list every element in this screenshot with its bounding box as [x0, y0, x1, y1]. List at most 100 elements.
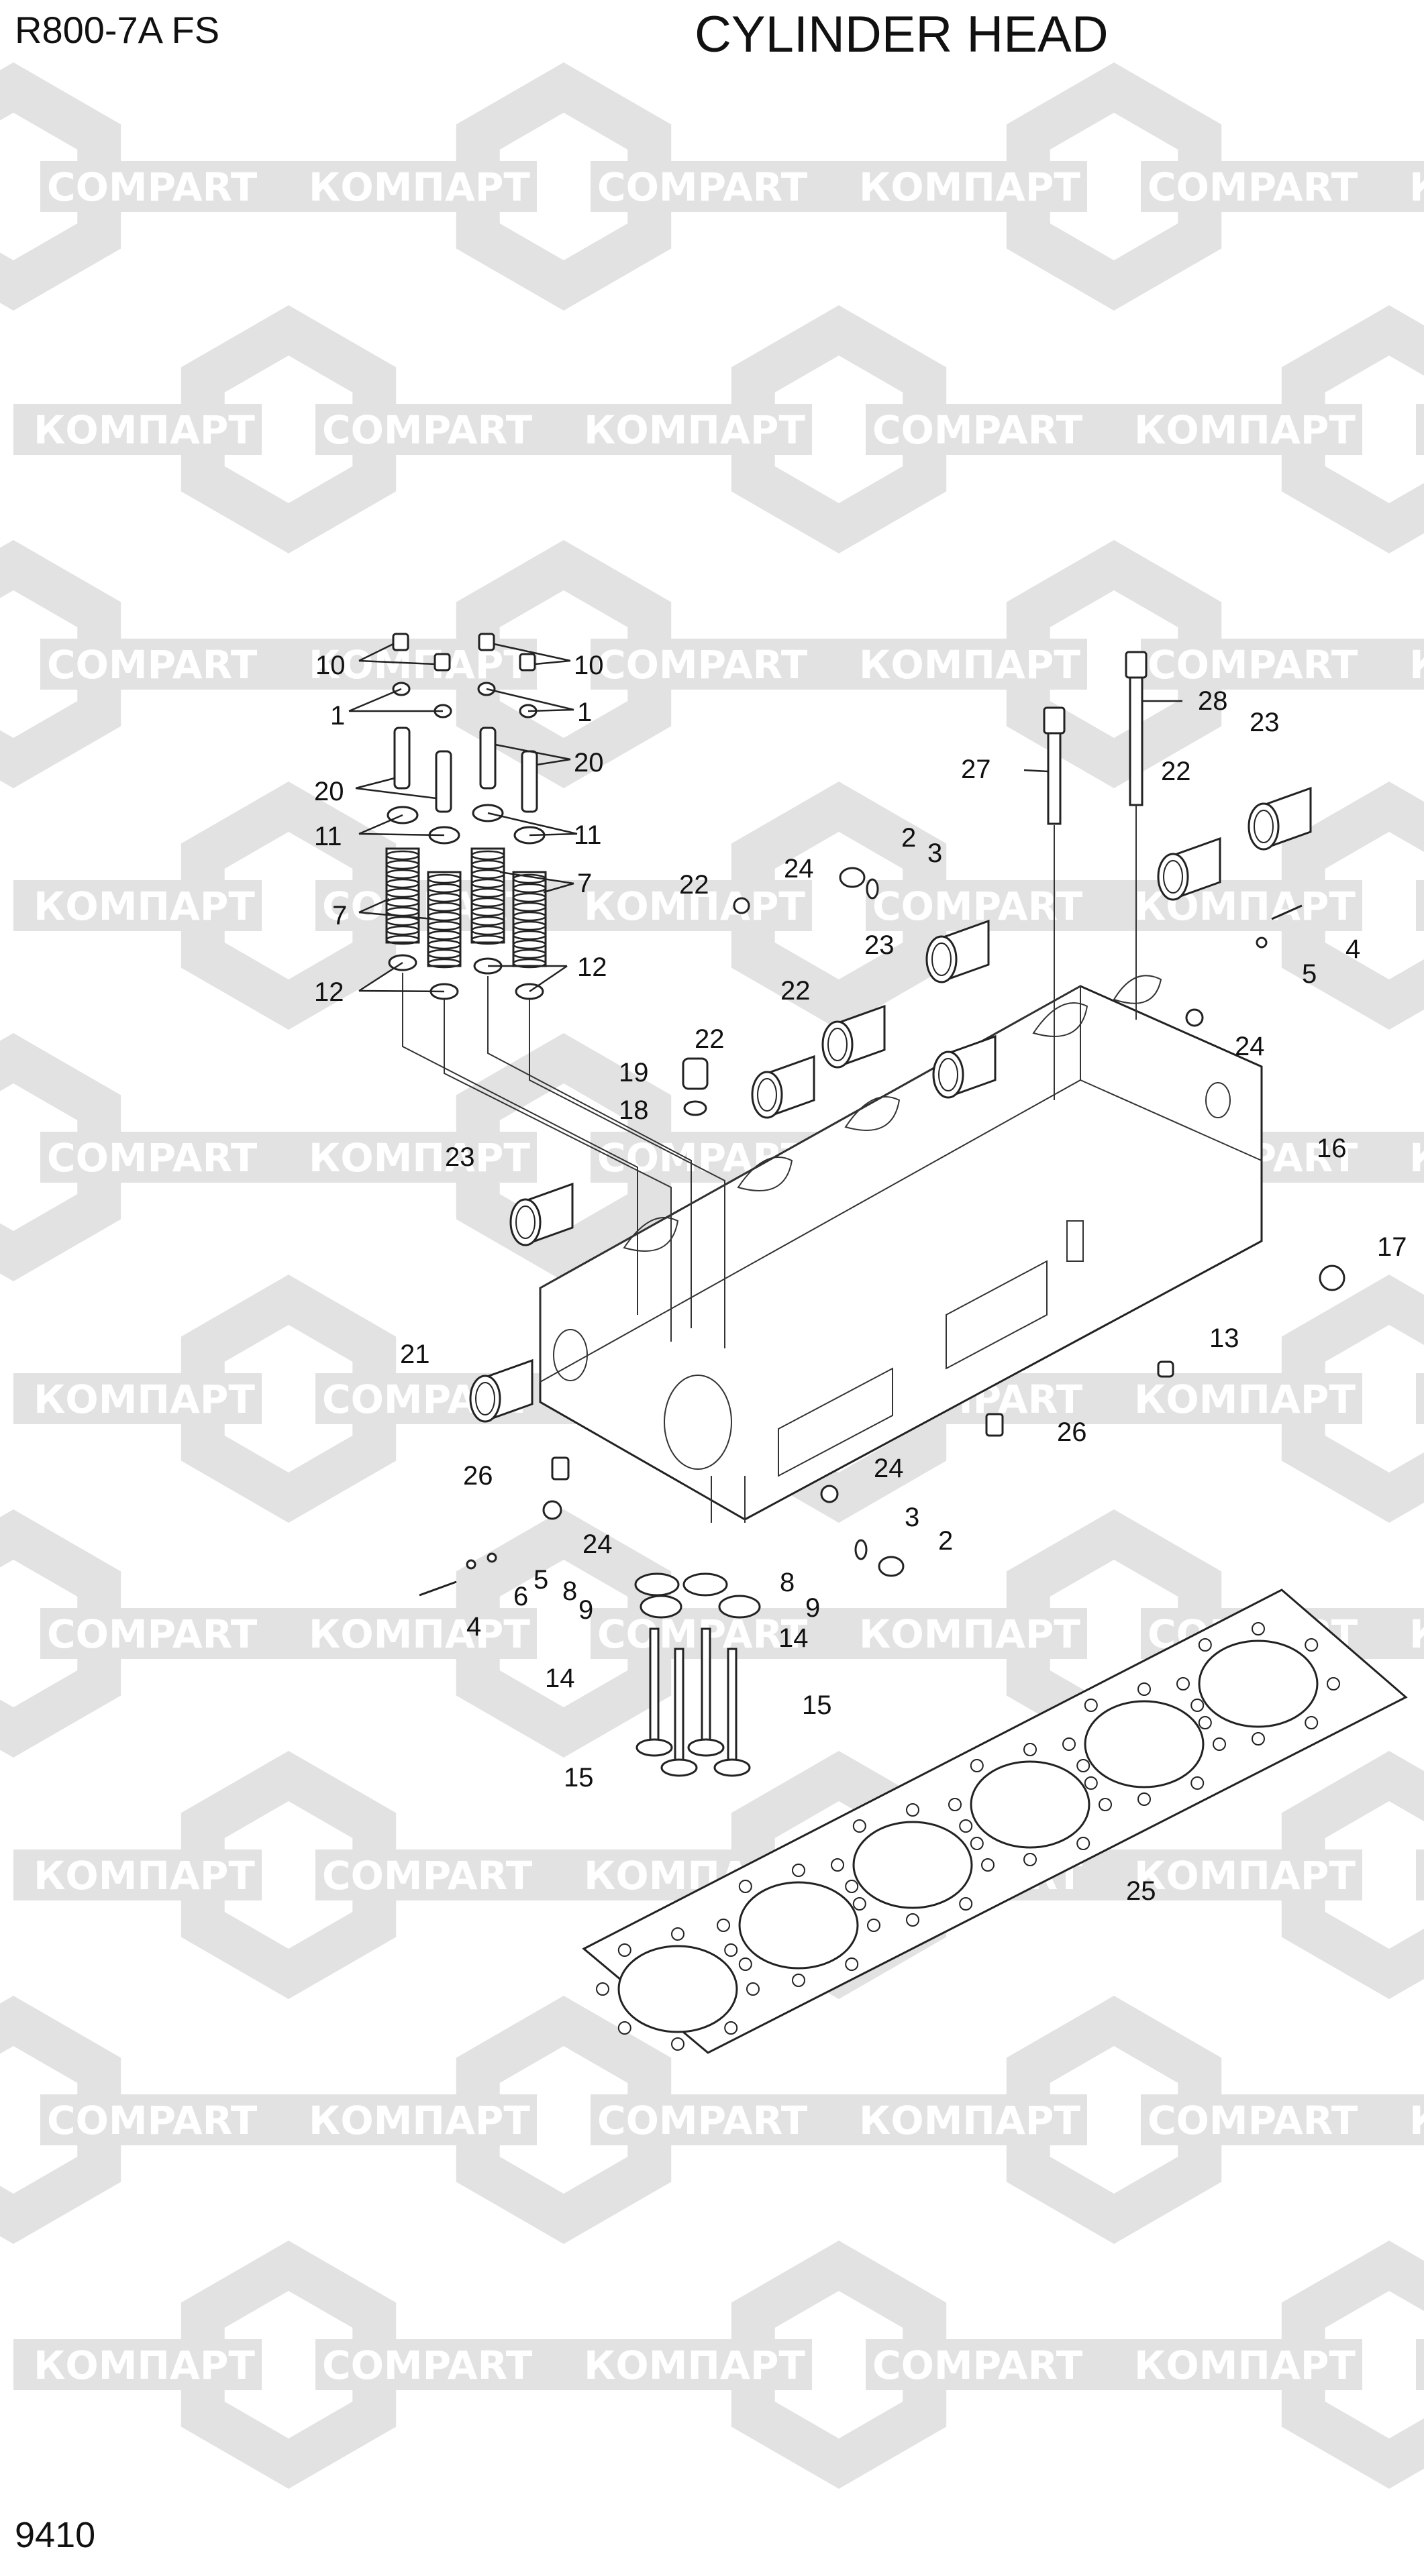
- watermark-text-cyrillic: КОМПАРТ: [859, 642, 1080, 688]
- gasket-hole: [738, 1880, 752, 1893]
- gasket-hole: [1137, 1682, 1151, 1696]
- gasket-hole: [724, 2021, 738, 2035]
- callout-label: 5: [1302, 959, 1317, 989]
- leader-lines: [348, 643, 1182, 993]
- watermark-text-cyrillic: КОМПАРТ: [1409, 1611, 1424, 1657]
- gasket-hole: [970, 1837, 984, 1850]
- spring-retainers: [387, 804, 546, 845]
- callout-label: 10: [574, 651, 604, 680]
- callout-label: 25: [1126, 1876, 1156, 1906]
- watermark-text-cyrillic: КОМПАРТ: [34, 883, 255, 929]
- cam-bearing-shell: [751, 1055, 815, 1119]
- gasket-hole: [717, 1919, 730, 1932]
- gasket-hole: [1198, 1716, 1212, 1729]
- gasket-bore: [1084, 1700, 1205, 1788]
- gasket-hole: [617, 1943, 631, 1957]
- callout-label: 13: [1209, 1324, 1239, 1353]
- gasket-hole: [1023, 1853, 1037, 1866]
- watermark-text-cyrillic: КОМПАРТ: [1134, 1377, 1356, 1422]
- gasket-hole: [970, 1759, 984, 1772]
- gasket-hole: [1076, 1837, 1090, 1850]
- valve-stem-seals: [392, 682, 538, 718]
- watermark-text-latin: COMPART: [47, 642, 258, 688]
- callout-label: 14: [778, 1623, 809, 1653]
- callout-label: 3: [927, 839, 942, 868]
- watermark-text-cyrillic: КОМПАРТ: [859, 1611, 1080, 1657]
- callout-label: 24: [874, 1454, 904, 1483]
- gasket-hole: [959, 1819, 973, 1833]
- cam-bearing-shell: [509, 1182, 574, 1246]
- gasket-hole: [845, 1880, 859, 1893]
- gasket-hole: [1084, 1699, 1098, 1712]
- callout-label: 12: [314, 977, 344, 1007]
- gasket-bore: [852, 1821, 973, 1909]
- watermark-text-latin: COMPART: [597, 2098, 808, 2143]
- watermark-text-latin: COMPART: [597, 164, 808, 210]
- callout-label: 6: [513, 1582, 528, 1611]
- callout-label: 2: [901, 823, 916, 853]
- callout-label: 9: [578, 1595, 593, 1625]
- callout-label: 8: [562, 1576, 577, 1606]
- callout-label: 26: [1057, 1417, 1087, 1447]
- gasket-bore: [738, 1881, 859, 1970]
- watermark-text-latin: COMPART: [872, 407, 1083, 453]
- gasket-hole: [1198, 1638, 1212, 1652]
- gasket-hole: [1099, 1798, 1112, 1811]
- watermark-text-cyrillic: КОМПАРТ: [1134, 407, 1356, 453]
- gasket-hole: [1084, 1776, 1098, 1790]
- gasket-hole: [746, 1982, 760, 1996]
- gasket-hole: [1190, 1699, 1205, 1712]
- valve-spring: [512, 871, 547, 969]
- watermark-text-latin: COMPART: [597, 642, 808, 688]
- callout-label: 1: [577, 698, 592, 727]
- page-number: 9410: [15, 2515, 96, 2555]
- head-gasket: [582, 1589, 1408, 2054]
- gasket-hole: [1076, 1759, 1090, 1772]
- watermark-text-latin: COMPART: [1423, 883, 1424, 929]
- callout-label: 11: [574, 820, 602, 850]
- valve-install-lines: [402, 973, 725, 1348]
- callout-label: 24: [582, 1529, 613, 1559]
- callout-label: 15: [802, 1690, 832, 1720]
- cam-bearing-shell: [932, 1034, 997, 1099]
- watermark-text-cyrillic: КОМПАРТ: [309, 1135, 530, 1181]
- watermark-text-latin: COMPART: [1148, 164, 1358, 210]
- watermark-tile: КОМПАРТ COMPART: [13, 1751, 564, 1999]
- valve-spring: [470, 847, 505, 945]
- watermark-text-cyrillic: КОМПАРТ: [34, 1853, 255, 1898]
- watermark-text-latin: COMPART: [322, 1853, 533, 1898]
- page-title: CYLINDER HEAD: [695, 6, 1109, 63]
- callout-label: 19: [619, 1058, 649, 1087]
- cam-bearing-shell: [1157, 837, 1221, 901]
- gasket-hole: [671, 2037, 684, 2051]
- valve-guides: [393, 727, 538, 813]
- callout-label: 26: [463, 1461, 493, 1491]
- cam-bearing-shell: [1248, 786, 1312, 851]
- valve-keepers: [392, 633, 536, 672]
- cylinder-head-body: [539, 985, 1263, 1523]
- valve-spring: [385, 847, 420, 945]
- gasket-hole: [1305, 1638, 1319, 1652]
- gasket-hole: [671, 1927, 684, 1941]
- watermark-text-latin: COMPART: [47, 1611, 258, 1657]
- gasket-hole: [1252, 1622, 1265, 1635]
- valves: [635, 1627, 751, 1777]
- gasket-hole: [792, 1974, 805, 1987]
- gasket-hole: [792, 1864, 805, 1877]
- gasket-hole: [867, 1919, 880, 1932]
- callout-label: 7: [332, 901, 347, 930]
- watermark-text-cyrillic: КОМПАРТ: [309, 2098, 530, 2143]
